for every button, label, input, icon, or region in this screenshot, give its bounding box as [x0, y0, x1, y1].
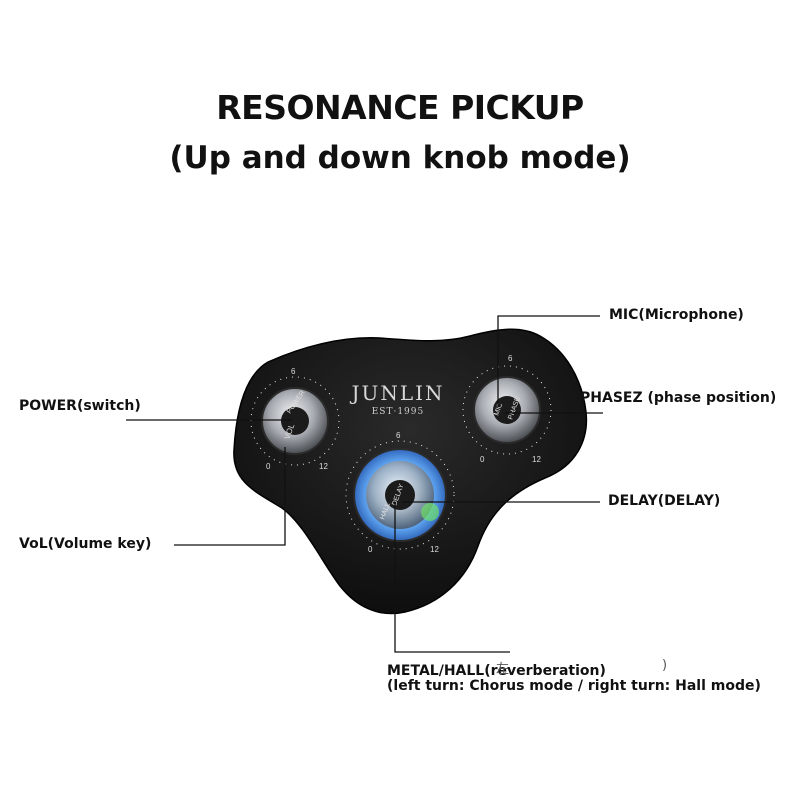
callout-metal-hall: METAL/HALL(reverberation): [387, 663, 606, 679]
leader-metal: [394, 502, 510, 653]
page-subtitle: (Up and down knob mode): [169, 140, 631, 176]
stray-glyph: 左: [496, 662, 510, 677]
vol-scale-6: 6: [291, 367, 296, 376]
brand-logo: JUNLIN: [349, 381, 444, 405]
callout-delay: DELAY(DELAY): [608, 493, 721, 509]
delay-scale-12: 12: [430, 545, 439, 554]
callout-power: POWER(switch): [19, 398, 141, 414]
page-title: RESONANCE PICKUP: [216, 88, 584, 127]
callout-phasez: PHASEZ (phase position): [580, 390, 777, 406]
knob-cap-mic: MIC: [493, 402, 504, 416]
delay-knob[interactable]: DELAY HALL 6 0 12: [345, 431, 455, 554]
leader-mic: [497, 315, 600, 407]
leader-vol: [174, 447, 286, 546]
callout-metal-hall-note: (left turn: Chorus mode / right turn: Ha…: [387, 678, 761, 694]
vol-knob[interactable]: VOL POWER 6 0 12: [250, 367, 340, 471]
stray-paren: ): [662, 658, 668, 673]
callout-vol: VoL(Volume key): [19, 536, 152, 552]
brand-established: EST·1995: [372, 407, 425, 417]
delay-scale-0: 0: [368, 545, 373, 554]
vol-scale-0: 0: [266, 462, 271, 471]
phase-scale-6: 6: [508, 354, 513, 363]
phase-scale-12: 12: [532, 455, 541, 464]
phase-scale-0: 0: [480, 455, 485, 464]
callout-mic: MIC(Microphone): [609, 307, 744, 323]
vol-scale-12: 12: [319, 462, 328, 471]
delay-scale-6: 6: [396, 431, 401, 440]
phase-knob[interactable]: MIC PHASE 6 0 12: [462, 354, 552, 464]
